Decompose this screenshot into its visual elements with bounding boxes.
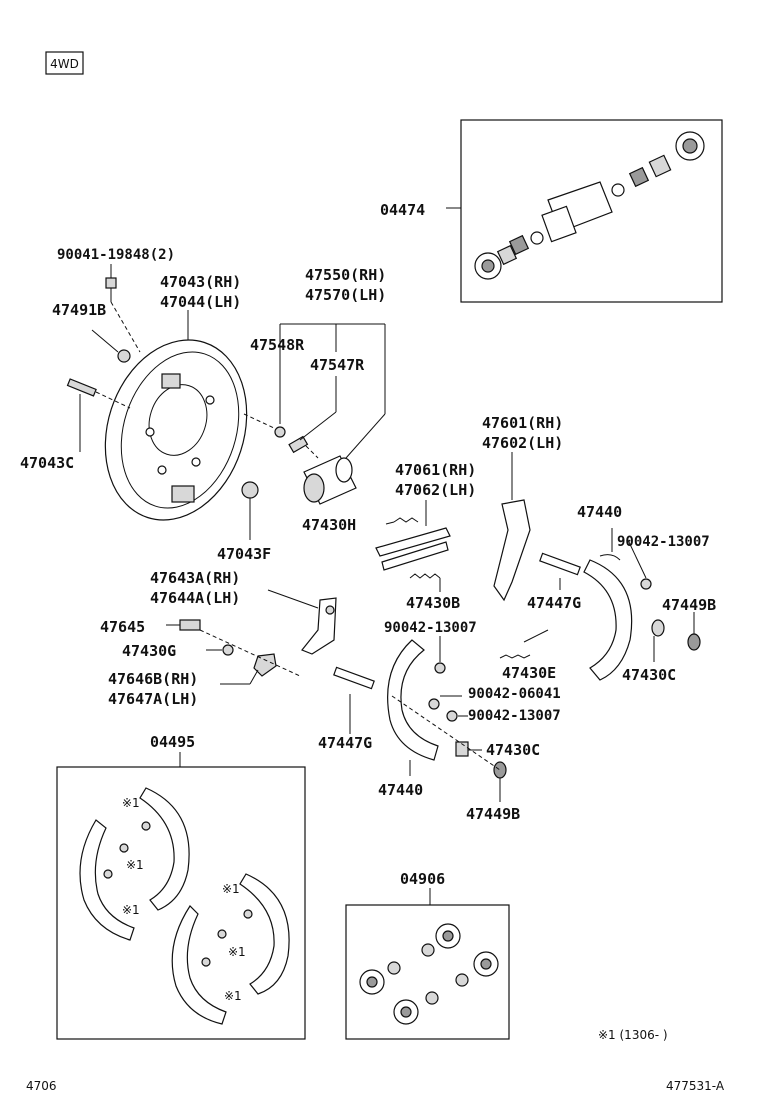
- strut-assembly: [375, 500, 451, 592]
- label-47449b-left: 47449B: [466, 805, 520, 823]
- shoe-kit-upper: [79, 787, 190, 941]
- parking-lever: [493, 452, 531, 602]
- label-47570: 47570(LH): [305, 286, 386, 304]
- label-47447g-right: 47447G: [527, 594, 581, 612]
- mark-1-d: ※1: [222, 882, 240, 896]
- seal-kit-parts: [359, 923, 499, 1025]
- plug-47043f: [241, 481, 259, 540]
- label-04906: 04906: [400, 870, 445, 888]
- mark-1-e: ※1: [228, 945, 246, 959]
- label-47043: 47043(RH): [160, 273, 241, 291]
- label-47440-right: 47440: [577, 503, 622, 521]
- badge-4wd: 4WD: [45, 51, 84, 75]
- kit-04495-box: [56, 752, 306, 1040]
- kit-04474-box: [446, 119, 723, 303]
- kit-04906-box: [345, 888, 510, 1040]
- label-47044: 47044(LH): [160, 293, 241, 311]
- brake-shoe-left: [333, 636, 507, 802]
- label-47430c-left: 47430C: [486, 741, 540, 759]
- label-90042-06041: 90042-06041: [468, 686, 561, 702]
- figure-number: 477531-A: [666, 1079, 725, 1093]
- label-47430c-right: 47430C: [622, 666, 676, 684]
- label-04495: 04495: [150, 733, 195, 751]
- label-47645: 47645: [100, 618, 145, 636]
- label-47043f: 47043F: [217, 545, 271, 563]
- label-47647a: 47647A(LH): [108, 690, 198, 708]
- mark-1-b: ※1: [126, 858, 144, 872]
- shoe-kit-lower: [171, 873, 290, 1025]
- label-47447g-left: 47447G: [318, 734, 372, 752]
- label-47602: 47602(LH): [482, 434, 563, 452]
- label-90042-13007-c: 90042-13007: [468, 708, 561, 724]
- label-47646b: 47646B(RH): [108, 670, 198, 688]
- label-47043c: 47043C: [20, 454, 74, 472]
- footnote: ※1 (1306- ): [598, 1028, 668, 1042]
- label-47643a: 47643A(RH): [150, 569, 240, 587]
- label-47449b-right: 47449B: [662, 596, 716, 614]
- label-47491b: 47491B: [52, 301, 106, 319]
- label-04474: 04474: [380, 201, 425, 219]
- label-90042-13007-a: 90042-13007: [617, 534, 710, 550]
- label-47430b: 47430B: [406, 594, 460, 612]
- label-47440-left: 47440: [378, 781, 423, 799]
- cylinder-exploded-parts: [474, 131, 705, 280]
- label-90041-19848: 90041-19848(2): [57, 247, 175, 263]
- bolt-90041: [105, 264, 141, 353]
- label-47550: 47550(RH): [305, 266, 386, 284]
- adjusting-lever: [267, 589, 337, 655]
- mark-1-c: ※1: [122, 903, 140, 917]
- label-47430h: 47430H: [302, 516, 356, 534]
- label-90042-13007-b: 90042-13007: [384, 620, 477, 636]
- label-47601: 47601(RH): [482, 414, 563, 432]
- page-number: 4706: [26, 1079, 57, 1093]
- left-pin-hardware: [166, 619, 301, 685]
- wheel-cylinder: [243, 323, 386, 505]
- right-hardware: [499, 539, 701, 662]
- badge-text: 4WD: [50, 57, 79, 71]
- mark-1-a: ※1: [122, 796, 140, 810]
- label-47548r: 47548R: [250, 336, 305, 354]
- nut-47491b: [91, 329, 131, 363]
- backing-plate: [104, 339, 248, 521]
- label-47430g: 47430G: [122, 642, 176, 660]
- label-47547r: 47547R: [310, 356, 365, 374]
- brake-shoe-right: [583, 528, 633, 681]
- label-47062: 47062(LH): [395, 481, 476, 499]
- label-47644a: 47644A(LH): [150, 589, 240, 607]
- label-47430e: 47430E: [502, 664, 556, 682]
- stud-47043c: [66, 378, 131, 452]
- mark-1-f: ※1: [224, 989, 242, 1003]
- label-47061: 47061(RH): [395, 461, 476, 479]
